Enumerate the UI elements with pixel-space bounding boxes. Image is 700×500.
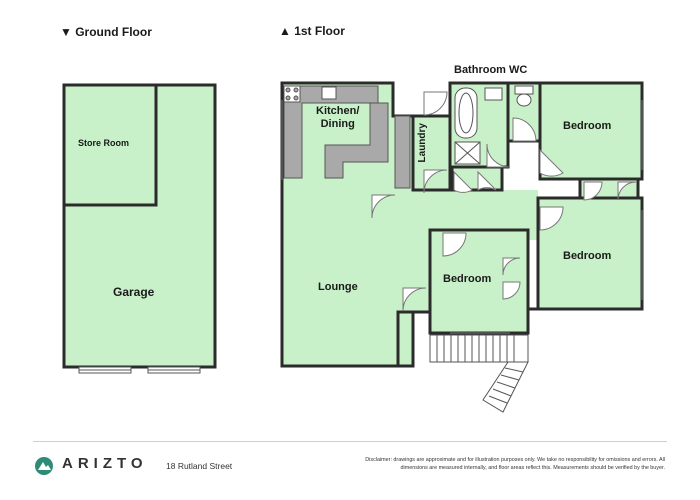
bathroom-fixtures [454, 85, 534, 165]
footer-divider [33, 441, 667, 442]
door-swings [371, 91, 637, 312]
store-room-walls [64, 85, 158, 207]
brand-name: ARIZTO [62, 455, 148, 472]
garage-area [62, 83, 217, 369]
first-floor-heading: ▲ 1st Floor [279, 24, 345, 38]
property-address: 18 Rutland Street [166, 461, 233, 471]
arizto-logo-icon [35, 457, 53, 475]
windows [281, 100, 643, 334]
lounge-label: Lounge [318, 281, 358, 293]
bedroom-middle-label: Bedroom [443, 273, 492, 285]
kitchen-benches [283, 85, 411, 189]
bedroom-bottom-right-label: Bedroom [563, 250, 612, 262]
garage-door [78, 366, 201, 374]
stairs [429, 334, 529, 413]
ground-floor-heading: ▼ Ground Floor [60, 25, 152, 39]
bedroom-top-right-label: Bedroom [563, 120, 612, 132]
laundry-label: Laundry [416, 123, 428, 163]
outer-wall [282, 310, 430, 368]
disclaimer-text: Disclaimer: drawings are approximate and… [365, 457, 665, 471]
ground-floor-plan [62, 83, 217, 374]
bathroom-wc-label: Bathroom WC [454, 64, 528, 76]
store-room-label: Store Room [78, 138, 130, 148]
garage-label: Garage [113, 285, 155, 299]
kitchen-dining-label: Kitchen/ Dining [316, 105, 360, 130]
brand-logo: ARIZTO [34, 455, 148, 472]
